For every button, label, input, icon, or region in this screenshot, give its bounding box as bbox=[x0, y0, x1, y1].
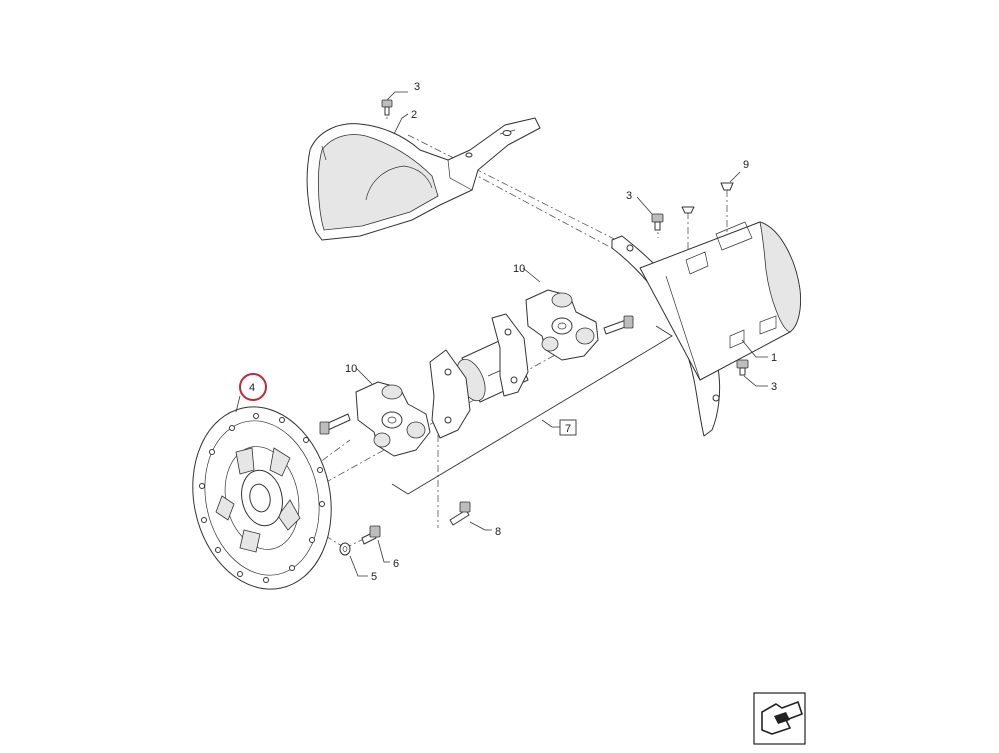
bolt-top-left bbox=[381, 99, 393, 116]
bolt-part-6 bbox=[361, 525, 381, 545]
callout-3-upper-right[interactable]: 3 bbox=[626, 190, 632, 202]
callout-3-lower-right[interactable]: 3 bbox=[771, 381, 777, 393]
disc-bolt-holes bbox=[199, 413, 325, 583]
callout-4-highlight-ring bbox=[239, 373, 267, 401]
callout-1[interactable]: 1 bbox=[771, 352, 777, 364]
callout-5[interactable]: 5 bbox=[371, 571, 377, 583]
joint-bolt-left bbox=[319, 413, 351, 435]
u-joint-left bbox=[355, 381, 431, 457]
callout-labels: 3 2 9 3 10 1 10 3 7 8 6 5 4 bbox=[239, 81, 777, 583]
assembly-bracket bbox=[391, 325, 673, 495]
bolt-lower-right bbox=[736, 359, 749, 376]
callout-7-box bbox=[559, 419, 577, 436]
bolt-part-8 bbox=[449, 501, 471, 526]
bolt-upper-right bbox=[651, 213, 664, 231]
callout-8[interactable]: 8 bbox=[495, 526, 501, 538]
upper-shield-part bbox=[306, 117, 541, 241]
callout-10-right[interactable]: 10 bbox=[513, 263, 525, 275]
callout-6[interactable]: 6 bbox=[393, 558, 399, 570]
callout-7[interactable]: 7 bbox=[565, 423, 571, 435]
washer-part-5 bbox=[339, 542, 351, 556]
arrow-back-icon[interactable] bbox=[753, 692, 806, 745]
u-joint-right bbox=[525, 289, 599, 361]
pin-right bbox=[720, 182, 734, 191]
callout-3-top[interactable]: 3 bbox=[414, 81, 420, 93]
callout-10-left[interactable]: 10 bbox=[345, 363, 357, 375]
housing-part bbox=[611, 221, 801, 437]
callout-4[interactable]: 4 bbox=[249, 382, 255, 394]
callout-2[interactable]: 2 bbox=[411, 109, 417, 121]
pin-upper bbox=[681, 206, 695, 214]
coupling-disc-part bbox=[192, 406, 332, 590]
drive-shaft-assembly bbox=[319, 289, 634, 457]
fastener-bolts bbox=[381, 99, 749, 376]
joint-bolt-right bbox=[603, 315, 634, 335]
callout-9[interactable]: 9 bbox=[743, 159, 749, 171]
callout-leaders bbox=[235, 91, 768, 577]
